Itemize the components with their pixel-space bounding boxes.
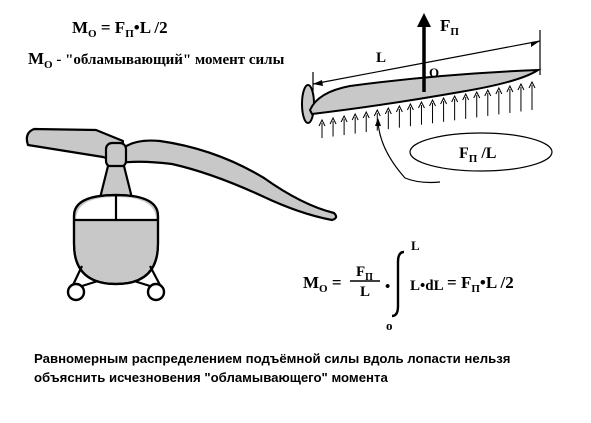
svg-text:MO - "обламывающий" момент с: MO - "обламывающий" момент силы: [28, 49, 285, 71]
helicopter: [25, 127, 338, 302]
lift-arrow: [484, 88, 492, 116]
lift-arrow: [329, 116, 337, 137]
lift-arrow: [340, 114, 348, 136]
distributed-lift-arrows: [318, 80, 536, 138]
lift-arrow: [506, 84, 514, 113]
landing-strut-right: [149, 265, 161, 286]
length-label: L: [376, 50, 386, 66]
lift-arrow: [351, 112, 359, 134]
lift-arrow: [395, 104, 403, 128]
formula-top: MO = FП•L /2: [72, 18, 168, 40]
lift-arrow: [451, 94, 459, 121]
center-label: O: [429, 65, 439, 80]
distributed-load-label: FП /L: [459, 145, 496, 165]
integrand: L•dL: [410, 278, 444, 294]
length-dimension-line: [312, 40, 541, 85]
blade-lift-diagram: L O FП FП /L: [301, 13, 553, 184]
lift-arrow: [462, 92, 470, 119]
landing-strut-left: [72, 265, 83, 286]
caption-line-1: Равномерным распределением подъёмной сил…: [34, 351, 511, 366]
svg-text:MO =: MO =: [303, 273, 342, 295]
distributed-load-ellipse: [409, 132, 553, 172]
rotor-blade-left: [25, 127, 125, 165]
lift-arrow: [528, 80, 536, 110]
integral-upper: L: [411, 238, 420, 253]
blade-root-hub: [301, 84, 315, 124]
lift-arrow: [418, 100, 425, 125]
wheel-left: [66, 282, 86, 302]
moment-label: MO - "обламывающий" момент силы: [28, 49, 285, 71]
lift-arrow: [429, 98, 436, 124]
lift-arrow: [406, 102, 414, 127]
lift-force-label: FП: [440, 16, 459, 38]
rotor-hub: [104, 141, 128, 169]
integral-lower: o: [386, 318, 393, 333]
svg-text:MO = FП•L /2: MO = FП•L /2: [72, 18, 168, 40]
leader-line: [377, 121, 441, 184]
fraction-numerator: FП: [356, 264, 373, 283]
fraction-denominator: L: [360, 284, 370, 300]
lift-arrow: [517, 82, 525, 112]
lift-arrow: [318, 118, 326, 138]
wheel-right: [146, 282, 166, 302]
lift-arrow: [473, 90, 481, 118]
lift-arrow: [495, 86, 503, 115]
caption-line-2: объяснить исчезновения "обламывающего" м…: [34, 370, 388, 385]
integral-formula: MO = FП L • L o L•dL = FП•L /2: [303, 238, 514, 333]
integral-sign: [391, 250, 405, 318]
svg-text:•: •: [385, 279, 390, 295]
svg-text:= FП•L /2: = FП•L /2: [447, 273, 514, 295]
caption: Равномерным распределением подъёмной сил…: [34, 349, 584, 387]
lift-arrow: [362, 110, 370, 133]
rotor-blade-right: [115, 139, 338, 222]
lift-arrow: [440, 96, 448, 122]
lift-arrow: [384, 106, 392, 130]
